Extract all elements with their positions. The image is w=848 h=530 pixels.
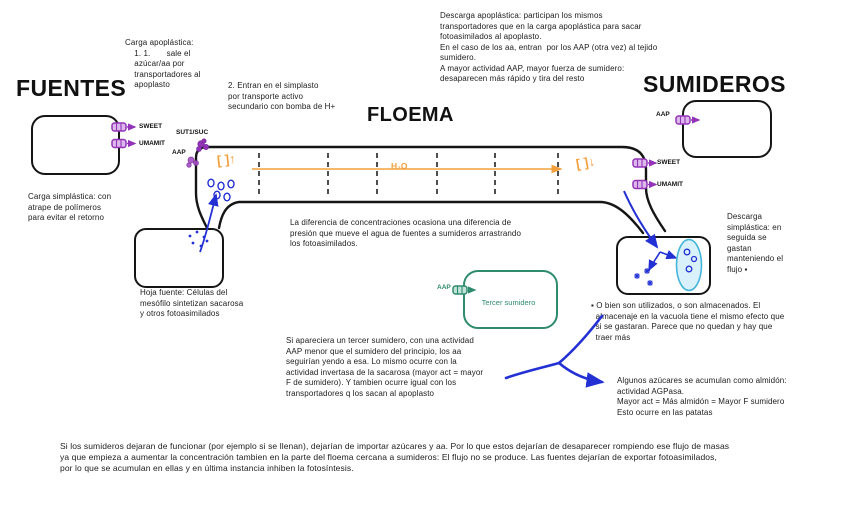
sut1-suc-label: SUT1/SUC: [176, 129, 209, 136]
sumidero-cell-shape: [682, 100, 772, 158]
sut1-suc-transporter-icon: [196, 138, 209, 152]
note-almidon: Algunos azúcares se acumulan como almidó…: [617, 376, 787, 417]
hoja-fuente-cell-shape: [134, 228, 224, 288]
note-descarga-simplastica: Descarga simplástica: en seguida se gast…: [727, 212, 784, 274]
note-carga-apoplastica: Carga apoplástica: 1. 1. sale el azúcar/…: [125, 38, 201, 90]
umamit-fuente-label: UMAMIT: [139, 140, 165, 147]
aap-transporter-sumidero-icon: [675, 115, 701, 125]
umamit-transporter-sumidero-icon: [632, 179, 658, 190]
note-carga-simplastica: Carga simplástica: con atrape de polímer…: [28, 192, 112, 223]
note-tercer-sumidero: Si apareciera un tercer sumidero, con un…: [286, 336, 484, 398]
note-hoja-fuente: Hoja fuente: Células del mesófilo sintet…: [140, 288, 244, 319]
fotoasimilados-dots: [188, 230, 209, 248]
sumideros-title: SUMIDEROS: [643, 71, 786, 97]
sucrose-molecules: [207, 178, 235, 202]
floema-title: FLOEMA: [367, 104, 454, 126]
h2o-annotation: H₂O: [391, 161, 408, 171]
note-uso-almacen: ▪ O bien son utilizados, o son almacenad…: [591, 301, 785, 342]
aap-sumidero-label: AAP: [656, 111, 670, 118]
tercer-sumidero-cell-shape: [463, 270, 558, 329]
note-descarga-apoplastica: Descarga apoplástica: participan los mis…: [440, 11, 658, 84]
vacuole-sugars: [683, 248, 698, 273]
unloading-arrows: [623, 190, 678, 272]
sweet-fuente-label: SWEET: [139, 123, 163, 130]
concentration-high-annotation: [ ]↑: [216, 151, 237, 168]
sweet-transporter-fuente-icon: [111, 122, 137, 132]
note-conclusion: Si los sumideros dejaran de funcionar (p…: [60, 441, 730, 474]
tercer-sumidero-label: Tercer sumidero: [481, 298, 536, 307]
aap-tercer-label: AAP: [437, 284, 451, 291]
aap-floema-label: AAP: [172, 149, 186, 156]
sweet-transporter-sumidero-icon: [632, 158, 658, 168]
starch-pointer-arrow: [504, 314, 605, 388]
note-entrada-simplasto: 2. Entran en el simplasto por transporte…: [228, 81, 336, 112]
sweet-sumidero-label: SWEET: [657, 159, 681, 166]
fuentes-title: FUENTES: [16, 75, 127, 101]
metabolism-sparkles: [634, 268, 653, 286]
sumidero-descarga-cell-shape: [616, 236, 711, 295]
umamit-sumidero-label: UMAMIT: [657, 181, 683, 188]
umamit-transporter-fuente-icon: [111, 138, 137, 149]
loading-arrow: [199, 193, 219, 253]
vacuole: [675, 238, 703, 292]
aap-transporter-floema-icon: [186, 156, 199, 168]
sieve-plates: [258, 153, 559, 197]
aap-transporter-tercer-icon: [452, 285, 477, 295]
note-diferencia-presion: La diferencia de concentraciones ocasion…: [290, 218, 522, 249]
phloem-tube-shape: [194, 145, 667, 235]
concentration-low-annotation: [ ]↓: [574, 153, 596, 172]
